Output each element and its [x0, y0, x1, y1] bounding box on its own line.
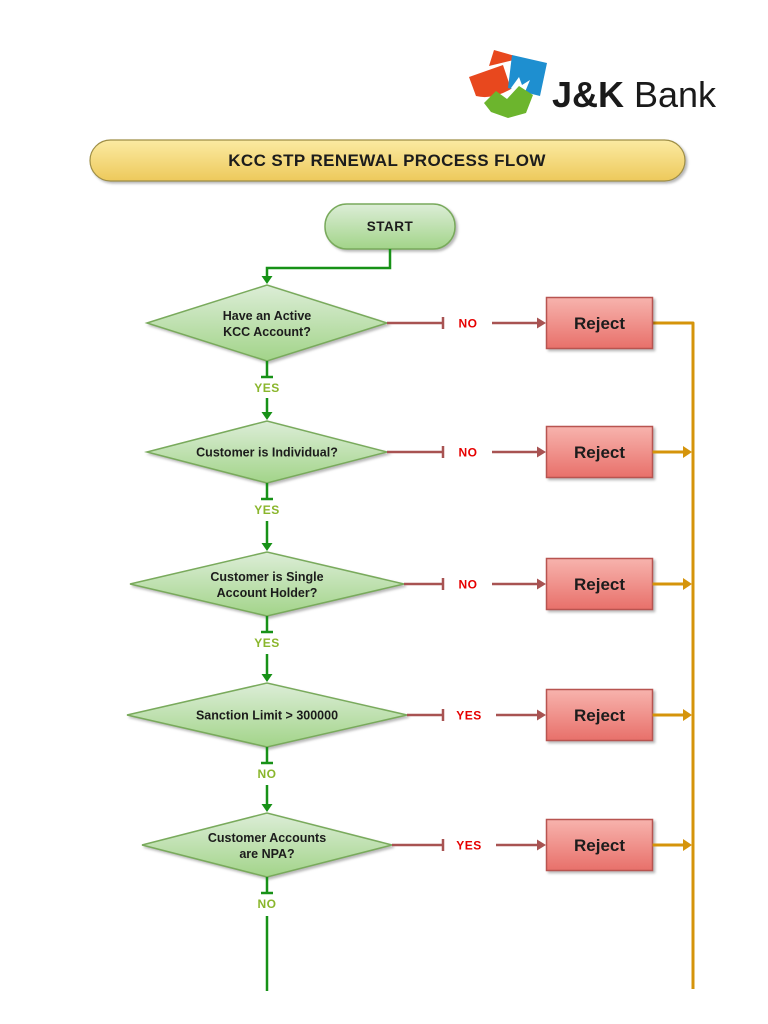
reject-label-2: Reject: [574, 443, 625, 462]
decision-row-3: Customer is Single Account Holder? NO Re…: [129, 551, 692, 682]
decision-1-line1: Have an Active: [223, 309, 312, 323]
branch-down-2: [261, 483, 273, 551]
branch-right-3-label: NO: [459, 578, 478, 592]
arrowhead-right-icon: [537, 839, 546, 851]
logo-red-wedge: [469, 65, 511, 98]
start-node: START: [324, 203, 456, 250]
logo-bird-notch: [511, 77, 530, 94]
arrowhead-right-icon: [537, 578, 546, 590]
decision-1-line2: KCC Account?: [223, 325, 311, 339]
reject-box-1: [545, 296, 654, 350]
logo-green-heart: [484, 86, 533, 118]
branch-down-4-label: NO: [258, 767, 277, 781]
logo-brand-regular: Bank: [634, 74, 717, 115]
branch-down-5: [261, 877, 273, 991]
reject-label-5: Reject: [574, 836, 625, 855]
branch-down-2-label: YES: [254, 503, 280, 517]
reject-label-1: Reject: [574, 314, 625, 333]
branch-down-1: [261, 361, 273, 420]
decision-2-line1: Customer is Individual?: [196, 446, 338, 460]
reject-collector-trunk: [652, 321, 695, 989]
decision-row-2: Customer is Individual? NO Reject YES: [144, 420, 692, 551]
decision-row-5: Customer Accounts are NPA? YES Reject NO: [141, 812, 692, 991]
reject-3-to-trunk: [652, 578, 692, 590]
arrowhead-right-icon: [683, 446, 692, 458]
arrowhead-right-icon: [537, 446, 546, 458]
decision-3-line1: Customer is Single: [210, 570, 323, 584]
logo-brand-bold: J&K: [552, 74, 624, 115]
arrowhead-down-icon: [261, 804, 273, 812]
arrowhead-down-icon: [261, 412, 273, 420]
start-label: START: [367, 219, 414, 234]
branch-down-3: [261, 616, 273, 682]
branch-right-2-label: NO: [459, 446, 478, 460]
decision-5-diamond: [141, 812, 393, 878]
branch-right-4: [407, 709, 546, 721]
branch-right-5-label: YES: [456, 839, 482, 853]
reject-box-4: [545, 688, 654, 742]
jk-bank-pinwheel-icon: [469, 50, 547, 118]
reject-2-to-trunk: [652, 446, 692, 458]
jk-bank-logo: J&K Bank: [469, 50, 717, 118]
branch-down-1-label: YES: [254, 381, 280, 395]
arrowhead-right-icon: [537, 317, 546, 329]
reject-4-to-trunk: [652, 709, 692, 721]
reject-box-2: [545, 425, 654, 479]
reject-box-5: [545, 818, 654, 872]
decision-row-1: Have an Active KCC Account? NO Reject YE…: [144, 284, 654, 420]
decision-3-diamond: [129, 551, 405, 617]
branch-right-1-label: NO: [459, 317, 478, 331]
arrowhead-down-icon: [261, 543, 273, 551]
title-banner: KCC STP RENEWAL PROCESS FLOW: [89, 139, 686, 182]
arrowhead-right-icon: [683, 578, 692, 590]
arrowhead-down-icon: [261, 276, 273, 284]
logo-red-triangle: [489, 50, 522, 66]
arrowhead-right-icon: [537, 709, 546, 721]
decision-4-line1: Sanction Limit > 300000: [196, 709, 338, 723]
reject-box-3: [545, 557, 654, 611]
branch-right-2: [387, 446, 546, 458]
decision-row-4: Sanction Limit > 300000 YES Reject NO: [126, 682, 692, 812]
branch-right-3: [404, 578, 546, 590]
branch-right-4-label: YES: [456, 709, 482, 723]
arrowhead-right-icon: [683, 709, 692, 721]
reject-label-4: Reject: [574, 706, 625, 725]
reject-5-to-trunk: [652, 839, 692, 851]
reject-label-3: Reject: [574, 575, 625, 594]
branch-down-5-label: NO: [258, 897, 277, 911]
decision-1-diamond: [144, 284, 390, 362]
decision-5-line1: Customer Accounts: [208, 831, 326, 845]
branch-down-3-label: YES: [254, 636, 280, 650]
decision-3-line2: Account Holder?: [217, 586, 318, 600]
title-banner-shape: [89, 139, 686, 182]
branch-right-5: [392, 839, 546, 851]
arrowhead-right-icon: [683, 839, 692, 851]
connector-start-to-d1: [261, 249, 392, 284]
branch-right-1: [387, 317, 546, 329]
decision-5-line2: are NPA?: [239, 847, 294, 861]
arrowhead-down-icon: [261, 674, 273, 682]
page-title: KCC STP RENEWAL PROCESS FLOW: [228, 151, 546, 170]
branch-down-4: [261, 747, 273, 812]
